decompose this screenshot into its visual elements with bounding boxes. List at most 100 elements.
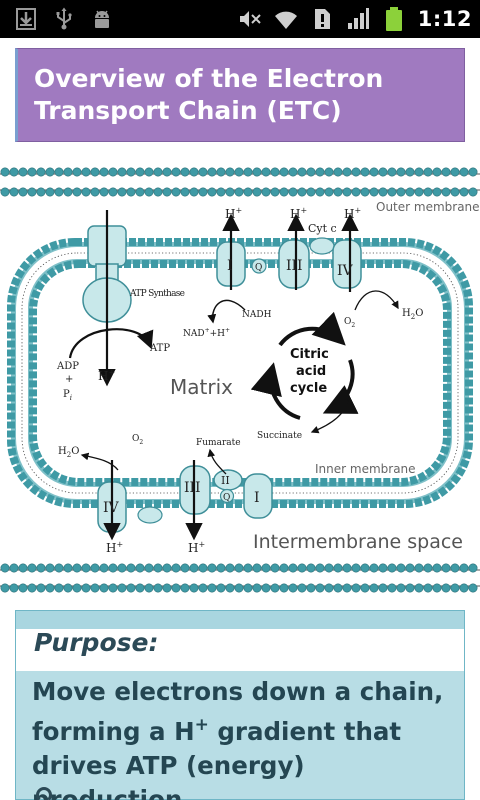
membrane-bead [369,563,379,573]
complex-iv-bottom-label: IV [103,500,120,516]
complex-iii-top [278,213,310,290]
membrane-bead [0,583,10,593]
membrane-bead [189,583,199,593]
outer-membrane-bottom [0,563,480,593]
membrane-bead [405,583,415,593]
membrane-bead [360,187,370,197]
h-sup: + [108,368,115,377]
membrane-bead [342,167,352,177]
membrane-bead [225,167,235,177]
membrane-bead [270,583,280,593]
h-plus-bottom-1: H+ [106,540,123,555]
membrane-bead [198,563,208,573]
membrane-bead [216,187,226,197]
membrane-bead [18,563,28,573]
membrane-bead [27,583,37,593]
membrane-bead [36,563,46,573]
membrane-bead [468,187,478,197]
membrane-bead [27,563,37,573]
membrane-bead [243,583,253,593]
membrane-bead [0,563,10,573]
inner-membrane-label: Inner membrane [315,462,416,476]
cyt-c-bottom-blob [137,506,163,524]
h2o-h: H [58,446,67,457]
membrane-bead [198,167,208,177]
membrane-bead [396,167,406,177]
nad-rest: +H [210,329,226,339]
membrane-bead [162,187,172,197]
h-sup: + [300,206,307,215]
membrane-bead [279,563,289,573]
citric-acid-cycle [250,311,359,434]
membrane-bead [450,167,460,177]
membrane-bead [441,563,451,573]
h2o-o: O [415,308,423,319]
h-plus-top-1: H+ [225,206,242,221]
membrane-bead [351,187,361,197]
membrane-bead [207,167,217,177]
membrane-bead [315,187,325,197]
membrane-bead [153,563,163,573]
fumarate-label: Fumarate [196,438,241,448]
h-char: H [106,541,116,555]
membrane-bead [234,167,244,177]
citric-line-2: acid [296,364,326,379]
membrane-bead [207,563,217,573]
h-sup: + [198,540,205,549]
pi-p: P [63,389,70,400]
h-char: H [344,207,354,221]
membrane-bead [18,187,28,197]
membrane-bead [378,563,388,573]
membrane-bead [423,583,433,593]
membrane-bead [288,187,298,197]
membrane-bead [171,583,181,593]
membrane-bead [387,583,397,593]
membrane-bead [414,563,424,573]
membrane-bead [81,167,91,177]
atp-synthase-label: ATP Synthase [129,289,185,299]
complex-ii-label: II [221,474,230,487]
membrane-bead [216,563,226,573]
membrane-bead [90,167,100,177]
membrane-bead [369,167,379,177]
membrane-bead [189,563,199,573]
membrane-bead [261,187,271,197]
membrane-bead [189,187,199,197]
purpose-top-strip [16,611,464,629]
membrane-bead [396,583,406,593]
membrane-bead [117,167,127,177]
purpose-body: Move electrons down a chain, forming a H… [32,675,462,800]
membrane-bead [9,563,19,573]
membrane-bead [315,583,325,593]
android-debug-icon [95,10,109,28]
membrane-bead [225,563,235,573]
membrane-bead [108,563,118,573]
complex-iv-bottom [80,452,127,541]
outer-membrane-label: Outer membrane [376,200,480,214]
membrane-bead [342,563,352,573]
membrane-bead [333,563,343,573]
h2o-sub: 2 [67,451,71,459]
membrane-bead [450,563,460,573]
membrane-bead [216,583,226,593]
membrane-bead [333,187,343,197]
citric-line-3: cycle [290,381,327,396]
membrane-bead [54,583,64,593]
membrane-bead [180,583,190,593]
h-plus-top-2: H+ [290,206,307,221]
membrane-bead [207,187,217,197]
membrane-bead [45,167,55,177]
membrane-bead [225,187,235,197]
membrane-bead [72,583,82,593]
membrane-bead [135,563,145,573]
outer-membrane-top [0,167,480,197]
h2o-bottom-label: H2O [58,446,79,459]
membrane-bead [45,187,55,197]
membrane-bead [54,563,64,573]
o-char: O [132,434,139,444]
matrix-label: Matrix [170,375,233,399]
membrane-bead [396,563,406,573]
h-char: H [98,369,108,383]
nad-text: NAD [183,329,205,339]
membrane-bead [387,563,397,573]
